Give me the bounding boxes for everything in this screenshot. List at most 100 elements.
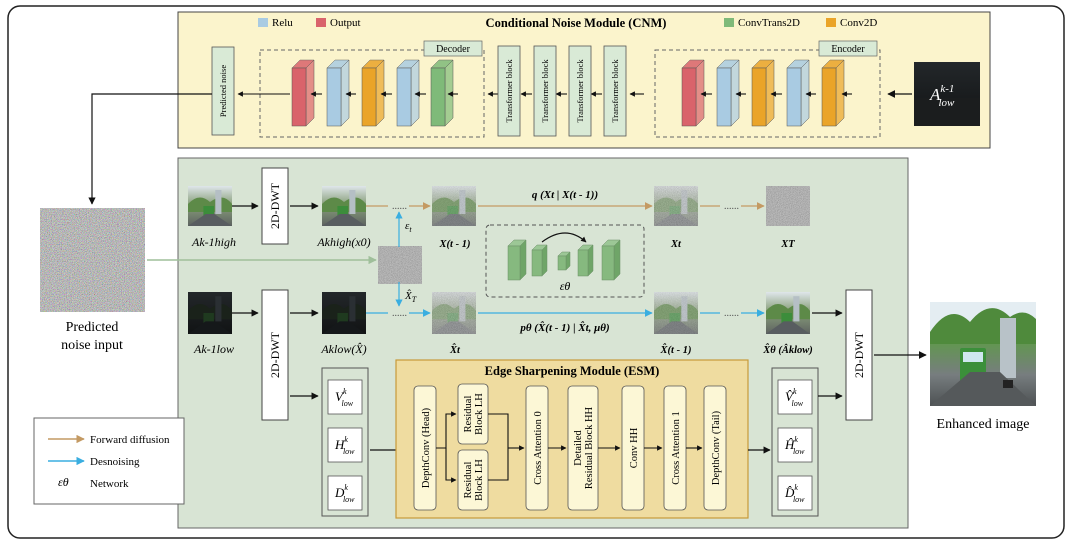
cnm-module: Conditional Noise Module (CNM) Relu Outp… xyxy=(177,11,991,149)
image-x-T xyxy=(766,186,810,226)
svg-text:......: ...... xyxy=(392,308,407,319)
label-x-t: Xt xyxy=(670,239,682,250)
decoder-output-layer xyxy=(291,59,315,127)
svg-text:Detailed: Detailed xyxy=(573,429,584,465)
key-denoise-label: Desnoising xyxy=(90,456,140,468)
legend-convtrans-swatch xyxy=(724,18,734,27)
key-network-label: Network xyxy=(90,478,129,490)
legend-conv2d-swatch xyxy=(826,18,836,27)
label-x-hat-t: X̂t xyxy=(449,343,461,356)
decoder-group xyxy=(259,49,485,138)
label-a-high-k: Akhigh(x0) xyxy=(316,235,370,249)
enhanced-image: Enhanced image xyxy=(930,302,1036,432)
svg-text:Transformer block: Transformer block xyxy=(575,59,585,123)
svg-text:Transformer block: Transformer block xyxy=(610,59,620,123)
encoder-relu-layer-1 xyxy=(716,59,740,127)
svg-text:DepthConv (Head): DepthConv (Head) xyxy=(421,407,432,488)
image-x-t-minus-1 xyxy=(432,186,476,226)
enhanced-image-label: Enhanced image xyxy=(937,417,1030,432)
svg-text:Conv HH: Conv HH xyxy=(629,427,640,468)
encoder-conv2d-layer-1 xyxy=(751,59,775,127)
legend-relu-label: Relu xyxy=(272,17,293,29)
svg-text:Cross Attention 0: Cross Attention 0 xyxy=(533,411,544,485)
encoder-relu-layer-2 xyxy=(786,59,810,127)
image-a-high-k xyxy=(322,186,366,226)
esm-depthconv-head: DepthConv (Head) xyxy=(413,385,437,511)
esm-depthconv-tail: DepthConv (Tail) xyxy=(703,385,727,511)
decoder-convtrans-layer xyxy=(430,59,454,127)
esm-cross-attention-1: Cross Attention 1 xyxy=(663,385,687,511)
label-a-low-k: Aklow(X̂) xyxy=(320,342,366,356)
svg-text:2D-DWT: 2D-DWT xyxy=(852,331,866,378)
x-hat-T-label: X̂T xyxy=(404,289,417,304)
reverse-equation: pθ (X̂(t - 1) | X̂t, μθ) xyxy=(519,321,609,334)
svg-text:Transformer block: Transformer block xyxy=(504,59,514,123)
decoder-conv2d-layer xyxy=(361,59,385,127)
outer-frame xyxy=(7,5,1065,539)
transformer-blocks: Transformer block Transformer block Transf… xyxy=(497,45,627,137)
forward-equation: q (Xt | X(t - 1)) xyxy=(532,189,598,201)
legend-relu-swatch xyxy=(258,18,268,27)
svg-text:Transformer block: Transformer block xyxy=(540,59,550,123)
image-x-t xyxy=(654,186,698,226)
key-legend: Forward diffusion Desnoising εθ Network xyxy=(33,417,185,505)
label-x-hat-t-minus-1: X̂(t - 1) xyxy=(660,343,692,356)
transformer-block-2: Transformer block xyxy=(533,45,557,137)
image-noise-center xyxy=(378,246,422,284)
image-a-low-km1 xyxy=(188,292,232,334)
svg-text:V̂klow: V̂klow xyxy=(785,387,804,408)
transformer-block-4: Transformer block xyxy=(603,45,627,137)
eps-t-label: εt xyxy=(405,220,412,234)
network-label: εθ xyxy=(560,279,571,293)
image-x-hat-theta xyxy=(766,292,810,334)
transformer-block-3: Transformer block xyxy=(568,45,592,137)
legend-conv2d-label: Conv2D xyxy=(840,17,877,29)
decoder-tag xyxy=(423,40,483,57)
legend-output-swatch xyxy=(316,18,326,27)
key-forward-label: Forward diffusion xyxy=(90,434,170,446)
dwt-right: 2D-DWT xyxy=(845,289,873,421)
encoder-group xyxy=(654,49,881,138)
svg-text:Residual Block HH: Residual Block HH xyxy=(584,406,595,489)
image-a-low-k xyxy=(322,292,366,334)
predicted-noise-label: Predicted noise xyxy=(218,65,228,117)
label-a-low-km1: Ak-1low xyxy=(193,342,234,356)
encoder-conv2d-layer-2 xyxy=(821,59,845,127)
label-x-t-minus-1: X(t - 1) xyxy=(439,239,471,250)
esm-title: Edge Sharpening Module (ESM) xyxy=(485,364,660,378)
svg-text:D̂klow: D̂klow xyxy=(784,483,805,504)
predicted-noise-input-label-2: noise input xyxy=(61,338,123,353)
svg-text:DepthConv (Tail): DepthConv (Tail) xyxy=(711,410,722,485)
svg-text:Residual: Residual xyxy=(463,396,474,433)
svg-text:2D-DWT: 2D-DWT xyxy=(268,182,282,229)
image-a-high-km1 xyxy=(188,186,232,226)
svg-text:Residual: Residual xyxy=(463,462,474,499)
svg-text:Cross Attention 1: Cross Attention 1 xyxy=(671,411,682,485)
cnm-title: Conditional Noise Module (CNM) xyxy=(486,16,667,30)
esm-cross-attention-0: Cross Attention 0 xyxy=(525,385,549,511)
transformer-block-1: Transformer block xyxy=(497,45,521,137)
label-x-hat-theta: X̂θ (Âklow) xyxy=(762,343,813,356)
network-group: εθ xyxy=(485,224,645,298)
image-thumbnails xyxy=(188,186,810,334)
image-x-hat-t-minus-1 xyxy=(654,292,698,334)
svg-text:......: ...... xyxy=(724,201,739,212)
cnm-layer-blocks xyxy=(237,59,852,127)
decoder-relu-layer-1 xyxy=(326,59,350,127)
svg-text:......: ...... xyxy=(724,308,739,319)
